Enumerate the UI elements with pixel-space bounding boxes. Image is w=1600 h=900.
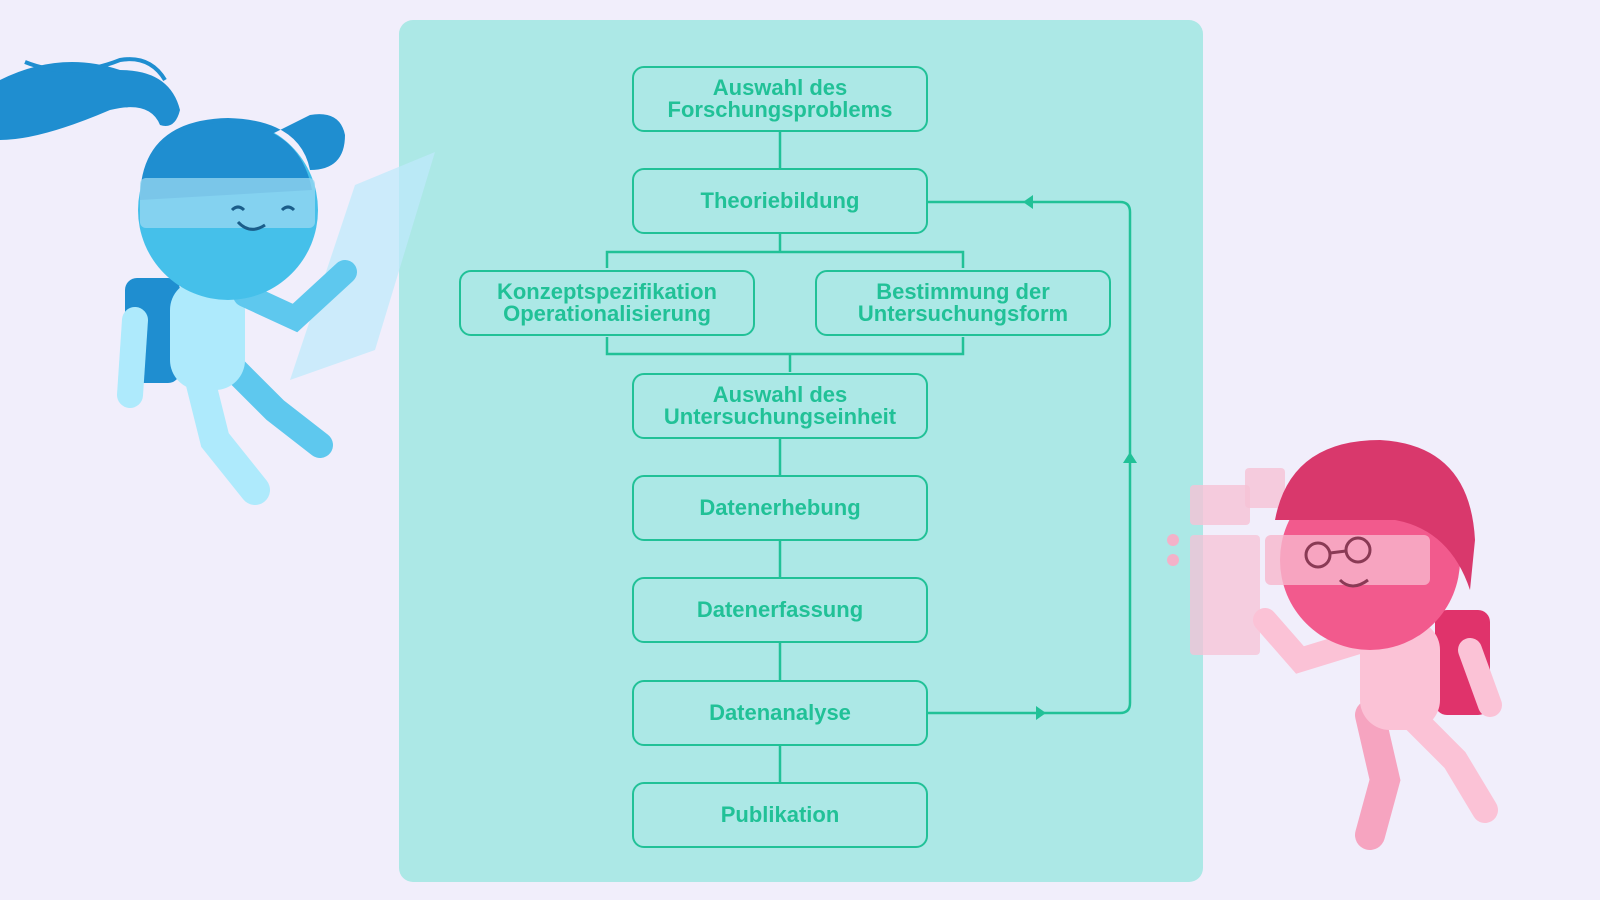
diagram-panel	[399, 20, 1203, 882]
box-konzeptspezifikation: Konzeptspezifikation Operationalisierung	[459, 270, 755, 336]
box-datenerhebung: Datenerhebung	[632, 475, 928, 541]
box-theoriebildung: Theoriebildung	[632, 168, 928, 234]
box-publikation: Publikation	[632, 782, 928, 848]
blue-astronaut-icon	[0, 57, 435, 505]
box-datenanalyse: Datenanalyse	[632, 680, 928, 746]
pink-astronaut-icon	[1167, 440, 1502, 850]
box-datenerfassung: Datenerfassung	[632, 577, 928, 643]
box-auswahl-untersuchungseinheit: Auswahl des Untersuchungseinheit	[632, 373, 928, 439]
box-auswahl-forschungsproblem: Auswahl des Forschungsproblems	[632, 66, 928, 132]
box-bestimmung-untersuchungsform: Bestimmung der Untersuchungsform	[815, 270, 1111, 336]
